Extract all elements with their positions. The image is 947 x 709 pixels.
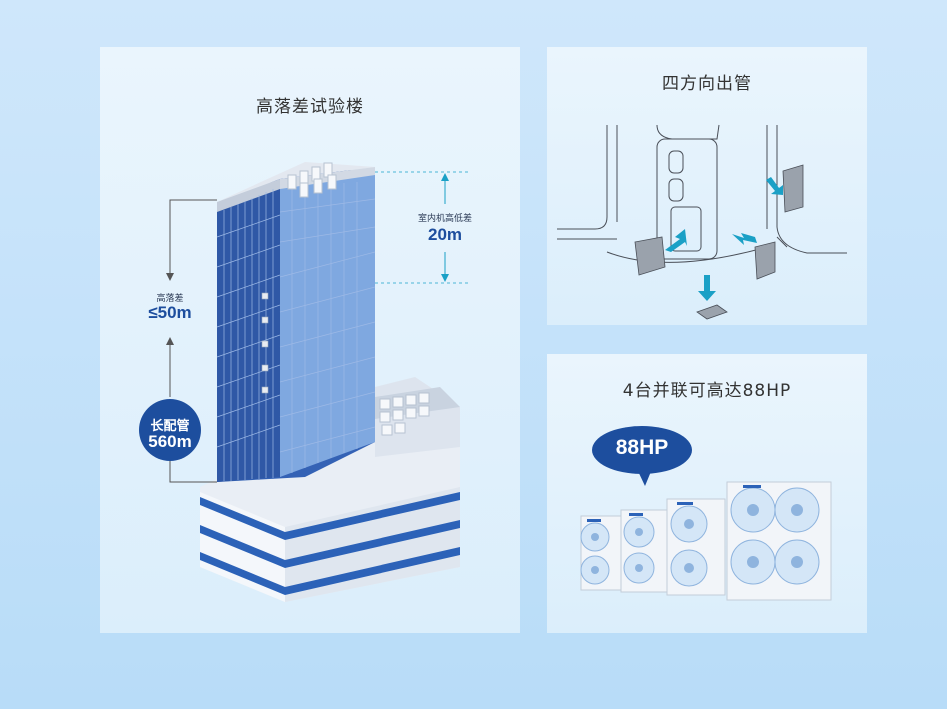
parallel-panel: 4台并联可高达88HP — [547, 354, 867, 633]
outdoor-units-illustration — [580, 426, 832, 601]
building-panel-title: 高落差试验楼 — [256, 97, 364, 117]
rooftop-units-podium — [379, 392, 430, 436]
indoor-drop-dimension — [375, 171, 470, 284]
outlet-panel: 四方向出管 — [547, 47, 867, 325]
direction-arrows — [665, 177, 783, 301]
outlet-illustration — [557, 124, 847, 320]
outdoor-unit-3 — [666, 498, 726, 596]
tower-side-units — [261, 292, 269, 394]
tower-grid — [216, 182, 376, 481]
indoor-drop-value: 20m — [427, 225, 463, 244]
outlet-panel-title: 四方向出管 — [662, 74, 752, 94]
pipe-value: 560m — [148, 432, 192, 451]
parallel-panel-title: 4台并联可高达88HP — [622, 381, 792, 401]
building-illustration — [139, 162, 470, 602]
indoor-drop-label: 室内机高低差 — [417, 213, 472, 223]
drop-value: ≤50m — [148, 303, 192, 322]
pipe-badge — [139, 399, 201, 461]
rooftop-units-tower — [287, 162, 337, 198]
drop-label: 高落差 — [156, 293, 184, 303]
drop-dimension — [166, 199, 217, 483]
hp-bubble — [592, 426, 692, 486]
building-panel: 高落差试验楼 — [100, 47, 520, 633]
pipe-label: 长配管 — [150, 418, 190, 433]
unit-outline — [557, 124, 847, 263]
hp-bubble-text: 88HP — [615, 436, 669, 459]
pipe-ports — [634, 164, 804, 320]
outdoor-unit-4 — [726, 481, 832, 601]
outdoor-unit-1 — [580, 515, 624, 591]
brand-strips — [587, 485, 761, 522]
outdoor-unit-2 — [620, 509, 670, 593]
